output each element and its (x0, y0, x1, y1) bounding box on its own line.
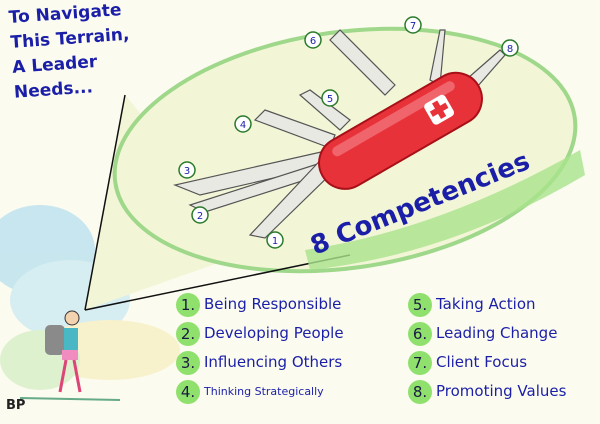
hiker-figure (19, 310, 121, 401)
competency-label: Developing People (204, 324, 344, 342)
list-item: 5.Taking Action (408, 290, 566, 319)
competency-label: Taking Action (436, 295, 536, 313)
number-badge: 5. (408, 292, 432, 317)
marker-4-label: 4 (240, 120, 246, 131)
competency-label: Being Responsible (204, 295, 342, 313)
callout-line (84, 94, 126, 311)
marker-6: 6 (304, 31, 322, 49)
tool-markers: 1 2 3 4 5 6 7 8 (178, 16, 519, 249)
competency-label: Leading Change (436, 324, 558, 342)
marker-1: 1 (266, 231, 284, 249)
page-title: To Navigate This Terrain, A Leader Needs… (8, 0, 134, 106)
marker-8-label: 8 (507, 44, 513, 55)
number-badge: 7. (408, 350, 432, 375)
competency-label: Promoting Values (436, 382, 567, 400)
marker-2: 2 (191, 206, 209, 224)
marker-2-label: 2 (197, 211, 203, 222)
competency-label: Influencing Others (204, 353, 343, 371)
list-item: 4. Thinking Strategically (176, 377, 344, 406)
marker-5-label: 5 (327, 94, 333, 105)
number-badge: 4. (176, 379, 200, 404)
marker-7-label: 7 (410, 21, 416, 32)
marker-5: 5 (321, 89, 339, 107)
marker-3: 3 (178, 161, 196, 179)
swiss-army-knife-tools (172, 29, 506, 239)
list-item: 8.Promoting Values (408, 377, 566, 406)
marker-7: 7 (404, 16, 422, 34)
swiss-army-knife (318, 71, 483, 190)
competency-list-right: 5.Taking Action 6.Leading Change 7.Clien… (408, 290, 566, 406)
marker-6-label: 6 (310, 36, 316, 47)
competency-label: Client Focus (436, 353, 528, 371)
competency-label: Thinking Strategically (204, 385, 324, 398)
list-item: 6.Leading Change (408, 319, 566, 348)
marker-1-label: 1 (272, 236, 278, 247)
list-item: 7.Client Focus (408, 348, 566, 377)
competency-list-left: 1.Being Responsible 2.Developing People … (176, 290, 344, 406)
marker-8: 8 (501, 39, 519, 57)
callout-line (84, 254, 351, 311)
number-badge: 6. (408, 321, 432, 346)
artist-signature: BP (6, 398, 26, 413)
number-badge: 1. (176, 292, 200, 317)
headline-highlight (305, 150, 585, 270)
number-badge: 3. (176, 350, 200, 375)
number-badge: 8. (408, 379, 432, 404)
marker-4: 4 (234, 115, 252, 133)
list-item: 3.Influencing Others (176, 348, 344, 377)
marker-3-label: 3 (184, 166, 190, 177)
list-item: 1.Being Responsible (176, 290, 344, 319)
list-item: 2.Developing People (176, 319, 344, 348)
number-badge: 2. (176, 321, 200, 346)
